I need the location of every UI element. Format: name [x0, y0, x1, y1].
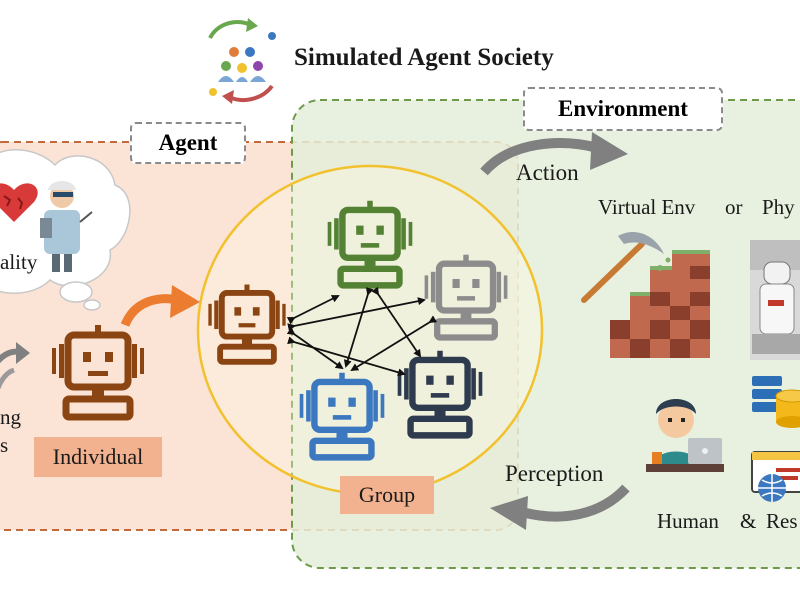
robot-photo-icon — [750, 240, 800, 360]
pickaxe-staircase-icon — [581, 232, 710, 358]
arrow-gray-blue — [350, 315, 438, 372]
perception-arrow — [490, 484, 630, 530]
virtual-env-label: Virtual Env — [598, 195, 696, 219]
elderly-person-icon — [40, 181, 93, 272]
human-label: Human — [657, 509, 719, 533]
perception-label: Perception — [505, 461, 604, 486]
environment-box-label: Environment — [523, 87, 723, 131]
individual-to-group-arrow — [120, 285, 200, 327]
left-cut-text-1: ng — [0, 405, 21, 429]
thought-text: ality — [0, 250, 38, 274]
resource-label: Res — [766, 509, 798, 533]
heart-icon — [0, 183, 38, 222]
page-title: Simulated Agent Society — [294, 44, 554, 71]
agent-box-label: Agent — [130, 122, 246, 164]
left-gray-arrow — [0, 342, 30, 389]
web-globe-icon — [751, 451, 800, 502]
group-interaction-arrows — [286, 286, 438, 377]
or-label: or — [725, 195, 743, 219]
action-arrow — [480, 132, 628, 176]
people-cycle-icon — [208, 18, 276, 104]
left-cut-text-2: s — [0, 433, 9, 457]
individual-tag: Individual — [34, 437, 162, 477]
ampersand-label: & — [740, 509, 757, 533]
database-icon — [752, 376, 800, 428]
group-tag: Group — [340, 476, 434, 514]
physical-label: Phy — [762, 195, 795, 219]
action-label: Action — [516, 160, 579, 185]
human-laptop-icon — [646, 399, 724, 472]
